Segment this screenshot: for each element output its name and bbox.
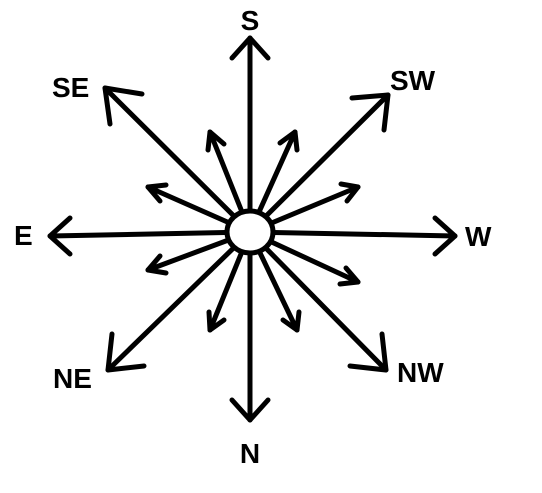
arrow-bottom	[229, 229, 271, 423]
arrow-top-right	[247, 92, 391, 235]
main-arrows	[47, 35, 458, 423]
center-hub	[224, 208, 276, 256]
label-bottom-left: NE	[53, 363, 92, 394]
arrow-left	[47, 215, 253, 257]
arrow-bottom-right	[247, 229, 389, 373]
arrow-right	[247, 215, 458, 257]
arrow-top-left	[102, 85, 253, 235]
label-bottom: N	[240, 438, 260, 469]
label-bottom-right: NW	[397, 357, 444, 388]
arrow-top	[229, 35, 271, 235]
arrow-bottom-left	[105, 229, 253, 373]
label-top-right: SW	[390, 65, 436, 96]
label-right: W	[465, 221, 492, 252]
label-left: E	[14, 220, 33, 251]
label-top: S	[241, 5, 260, 36]
label-top-left: SE	[52, 72, 89, 103]
